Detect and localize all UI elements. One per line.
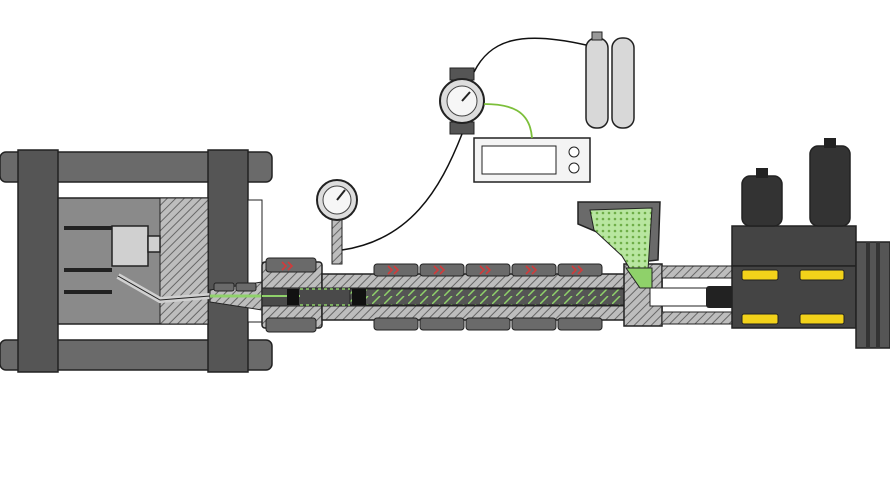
controller-display	[481, 145, 557, 175]
check-ring	[287, 289, 299, 305]
gas-line	[473, 37, 587, 73]
molded-part-tab	[147, 235, 161, 253]
ejector-rod-1	[64, 226, 112, 230]
rear-barrel-low	[661, 311, 743, 325]
hydraulic-piston-top-2	[799, 269, 845, 281]
hydraulic-piston-bottom-2	[799, 313, 845, 325]
molded-part	[111, 225, 149, 267]
motor-1	[741, 175, 783, 227]
motor-2	[809, 145, 851, 227]
screw-shaft	[649, 287, 711, 307]
heater-bands	[265, 257, 603, 333]
clamping-unit	[0, 149, 273, 373]
screw-coupling	[706, 286, 734, 308]
gas-cylinders	[585, 31, 635, 129]
fixed-platen	[207, 149, 249, 373]
pressure-gauge	[316, 179, 358, 265]
tie-bar-top	[0, 151, 273, 183]
hydraulic-housing	[731, 225, 857, 267]
gas-cylinder-1	[585, 37, 609, 129]
tie-bar-bottom	[0, 339, 273, 371]
flow-meter	[439, 67, 485, 135]
nozzle-heater-2	[235, 282, 257, 292]
controller-panel	[473, 137, 591, 183]
screw-tip	[352, 289, 366, 305]
injection-unit	[209, 257, 743, 333]
ejector-rod-2	[64, 268, 112, 272]
screw	[349, 288, 651, 306]
gas-feed-line	[341, 133, 463, 251]
signal-line	[483, 103, 533, 139]
hydraulic-end-cap	[855, 241, 890, 349]
moving-platen	[17, 149, 59, 373]
rear-barrel	[661, 265, 743, 279]
connection-lines	[341, 37, 587, 251]
controller-knob-1	[568, 146, 580, 158]
hydraulic-unit	[731, 138, 890, 349]
ejector-rod-3	[64, 290, 112, 294]
hydraulic-piston-top-1	[741, 269, 779, 281]
gas-cylinder-2	[611, 37, 635, 129]
hopper	[577, 201, 661, 289]
controller-knob-2	[568, 162, 580, 174]
nozzle-heater-1	[213, 282, 235, 292]
hydraulic-piston-bottom-1	[741, 313, 779, 325]
mold-right-half	[159, 197, 209, 325]
